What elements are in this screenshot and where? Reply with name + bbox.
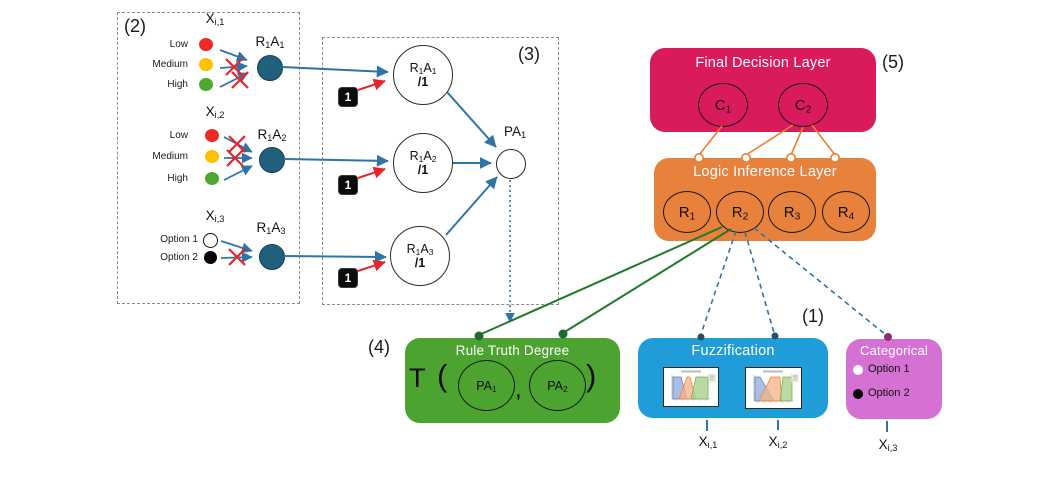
input-label-xi3: Xi,3 [205, 208, 225, 225]
low-dot-red [205, 129, 219, 142]
high-dot-green [199, 78, 213, 91]
membership-label-medium: Medium [152, 151, 188, 162]
comma: , [515, 376, 522, 403]
option2-label: Option 2 [160, 252, 198, 263]
activation-node-r1a1: R1A1 /1 [393, 45, 453, 105]
open-paren: ( [437, 358, 448, 393]
membership-plot-2 [745, 367, 802, 409]
final-decision-box [650, 48, 876, 132]
membership-plot-2-svg [753, 370, 799, 403]
pa1-label: PA1 [503, 124, 527, 141]
node-label-r1a1: R1A1 [255, 34, 285, 51]
neuron-r1a1 [257, 55, 283, 81]
categorical-box [846, 339, 942, 419]
panel3-label: (3) [518, 44, 540, 64]
neuron-r1a3 [259, 244, 285, 270]
logic-inference-title: Logic Inference Layer [693, 164, 837, 180]
panel3-border [322, 37, 559, 305]
categorical-option1-dot-white [853, 365, 863, 375]
categorical-option1-label: Option 1 [868, 363, 910, 375]
medium-dot-yellow [205, 150, 219, 163]
activation-node-r1a3: R1A3 /1 [390, 226, 450, 286]
class-node-c2: C2 [778, 83, 828, 127]
categorical-option2-label: Option 2 [868, 387, 910, 399]
low-dot-red [199, 38, 213, 51]
high-dot-green [205, 172, 219, 185]
panel1-label: (1) [802, 306, 824, 326]
membership-label-high: High [167, 173, 188, 184]
input-links-dashed [700, 227, 887, 336]
categorical-option2-dot-black [853, 389, 863, 399]
panel5-label: (5) [882, 52, 904, 72]
node-label-r1a2: R1A2 [257, 127, 287, 144]
weight-key-1: 1 [338, 268, 358, 288]
input-label-xi2: Xi,2 [205, 104, 225, 121]
membership-label-medium: Medium [152, 59, 188, 70]
categorical-title: Categorical [860, 343, 928, 358]
rule-node-r1: R1 [663, 191, 711, 233]
option1-dot-white [203, 233, 218, 248]
pa2-arg-node: PA2 [529, 360, 586, 411]
membership-label-high: High [167, 79, 188, 90]
membership-plot-1 [663, 367, 719, 407]
node-label-r1a3: R1A3 [256, 220, 286, 237]
tnorm-operator: T [409, 363, 426, 393]
bottom-input-xi3: Xi,3 [878, 437, 898, 454]
input-label-xi1: Xi,1 [205, 11, 225, 28]
pa1-arg-node: PA1 [458, 360, 515, 411]
membership-label-low: Low [169, 130, 188, 141]
activation-node-r1a2: R1A2 /1 [393, 133, 453, 193]
input-label-ticks [706, 420, 888, 432]
class-node-c1: C1 [698, 83, 748, 127]
panel2-label: (2) [124, 16, 146, 36]
final-decision-title: Final Decision Layer [695, 55, 831, 71]
rule-node-r3: R3 [768, 191, 816, 233]
option2-dot-black [204, 251, 217, 264]
panel2-border [117, 12, 300, 304]
membership-label-low: Low [169, 39, 188, 50]
close-paren: ) [586, 358, 597, 393]
option1-label: Option 1 [160, 234, 198, 245]
membership-plot-1-svg [671, 370, 716, 401]
rule-truth-title: Rule Truth Degree [455, 343, 570, 358]
weight-key-1: 1 [338, 87, 358, 107]
bottom-input-xi2: Xi,2 [768, 434, 788, 451]
pa1-node [496, 149, 526, 179]
weight-key-1: 1 [338, 175, 358, 195]
fuzzification-title: Fuzzification [691, 343, 775, 359]
medium-dot-yellow [199, 58, 213, 71]
bottom-input-xi1: Xi,1 [698, 434, 718, 451]
neuron-r1a2 [259, 147, 285, 173]
rule-node-r4: R4 [822, 191, 870, 233]
rule-node-r2: R2 [716, 191, 764, 233]
panel4-label: (4) [368, 337, 390, 357]
